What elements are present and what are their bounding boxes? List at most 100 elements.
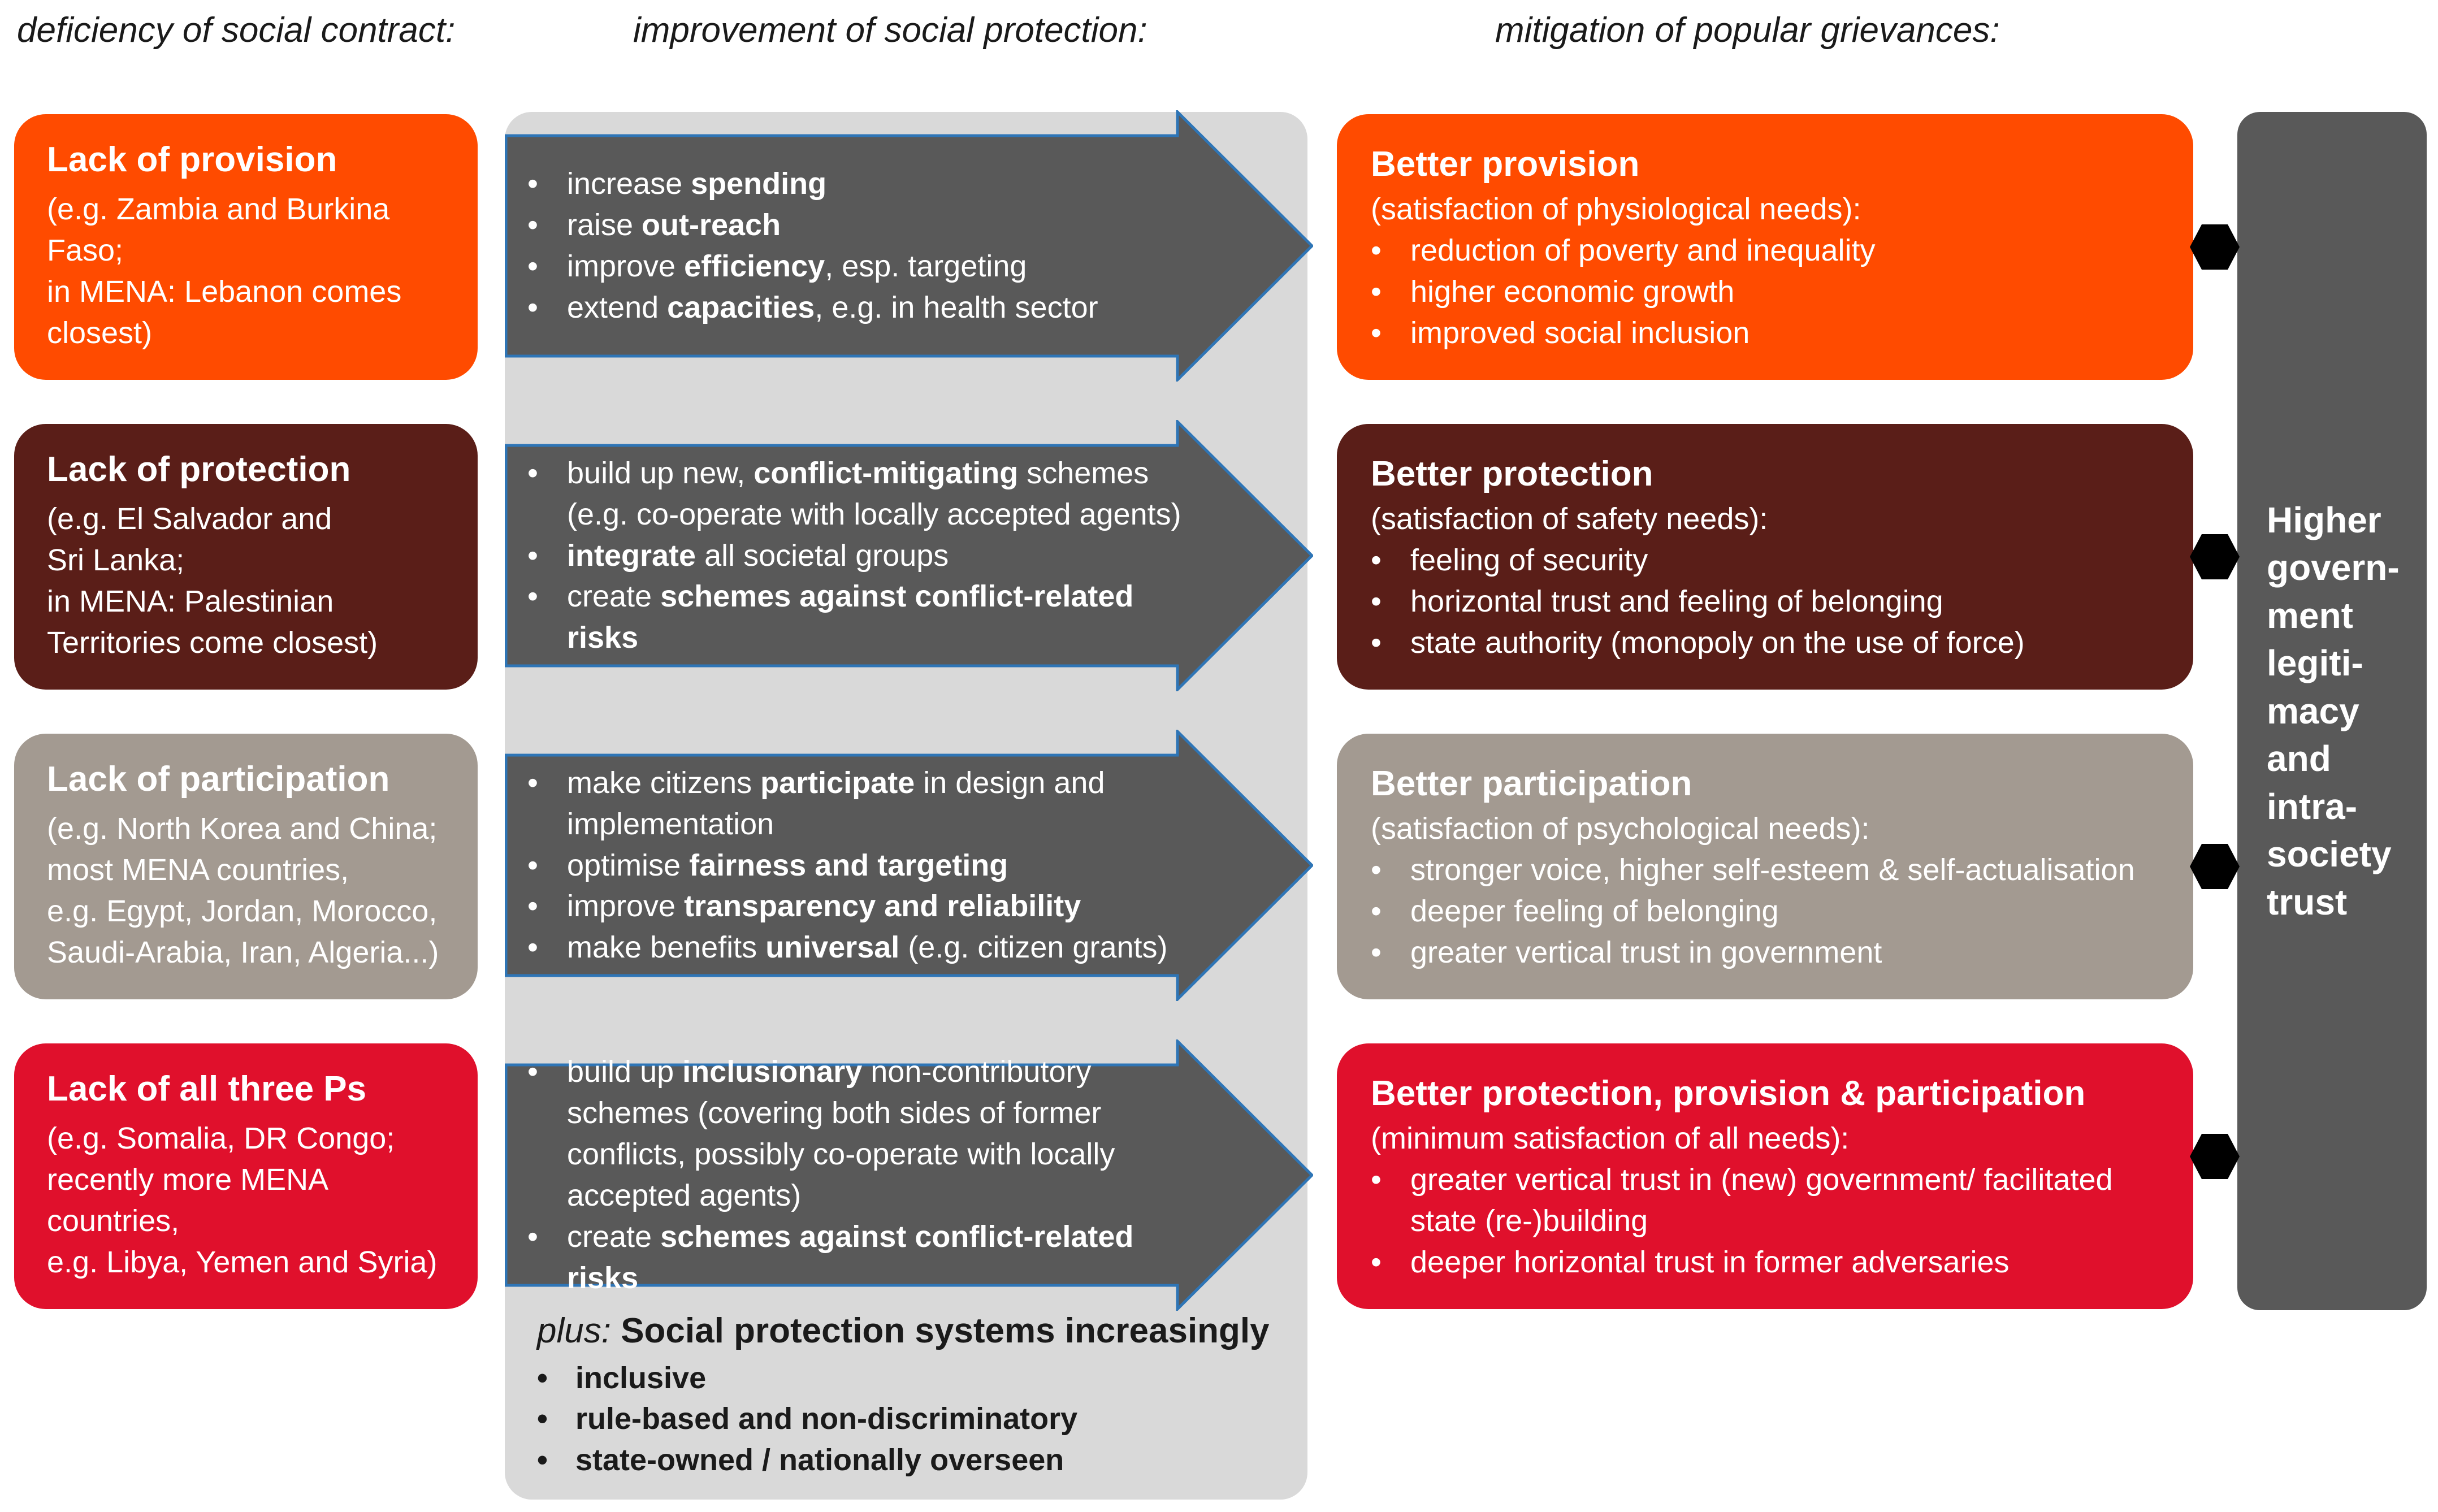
lack-line: most MENA countries, [47, 853, 349, 887]
plus-heading: plus: Social protection systems increasi… [537, 1309, 1294, 1354]
arrow-bullet: build up new, conflict-mitigating scheme… [527, 453, 1194, 535]
legitimacy-line: society [2267, 834, 2392, 875]
better-subtitle: (satisfaction of physiological needs): [1371, 192, 1861, 227]
lack-line: recently more MENA [47, 1163, 329, 1197]
header-mitigation: mitigation of popular grievances: [1495, 11, 2000, 50]
hexagon-connector-icon [2190, 224, 2240, 270]
lack-line: in MENA: Lebanon comes [47, 275, 402, 309]
plus-prefix: plus: [537, 1311, 611, 1350]
protection-arrow: build up new, conflict-mitigating scheme… [505, 420, 1313, 691]
arrow-bullet: make citizens participate in design andi… [527, 763, 1194, 845]
arrow-bullet: improve efficiency, esp. targeting [527, 246, 1194, 287]
plus-title: Social protection systems increasingly [621, 1311, 1270, 1350]
better-title: Better protection, provision & participa… [1371, 1074, 2086, 1113]
lack-title: Lack of participation [47, 760, 390, 799]
arrow-bullet: increase spending [527, 163, 1194, 205]
lack-line: countries, [47, 1204, 180, 1238]
lack-line: e.g. Egypt, Jordan, Morocco, [47, 894, 438, 929]
legitimacy-line: legiti- [2267, 643, 2363, 684]
better-protection-box: Better protection (satisfaction of safet… [1337, 424, 2193, 690]
hexagon-connector-icon [2190, 844, 2240, 889]
higher-legitimacy-box: Higher govern- ment legiti- macy and int… [2237, 112, 2427, 1310]
lack-of-participation-box: Lack of participation (e.g. North Korea … [14, 734, 478, 999]
better-title: Better protection [1371, 454, 1653, 493]
better-bullet: higher economic growth [1371, 271, 2171, 313]
arrow-bullet: improve transparency and reliability [527, 886, 1194, 927]
legitimacy-line: macy [2267, 690, 2359, 731]
arrow-bullet: create schemes against conflict-related … [527, 576, 1194, 658]
better-bullet: greater vertical trust in (new) governme… [1371, 1159, 2171, 1242]
plus-section: plus: Social protection systems increasi… [537, 1309, 1294, 1481]
lack-title: Lack of protection [47, 450, 351, 489]
legitimacy-line: and [2267, 738, 2331, 779]
lack-description: (e.g. North Korea and China; most MENA c… [47, 808, 455, 973]
better-bullet: horizontal trust and feeling of belongin… [1371, 581, 2171, 622]
legitimacy-line: trust [2267, 881, 2348, 922]
lack-line: (e.g. Zambia and Burkina [47, 192, 390, 227]
arrow-bullet: extend capacities, e.g. in health sector [527, 287, 1194, 328]
arrow-bullets: make citizens participate in design andi… [527, 763, 1194, 968]
legitimacy-line: intra- [2267, 786, 2357, 827]
lack-line: Sri Lanka; [47, 543, 185, 578]
hexagon-connector-icon [2190, 1134, 2240, 1179]
provision-arrow: increase spendingraise out-reachimprove … [505, 110, 1313, 382]
legitimacy-line: Higher [2267, 500, 2381, 540]
participation-arrow: make citizens participate in design andi… [505, 730, 1313, 1001]
better-bullet: greater vertical trust in government [1371, 932, 2171, 973]
arrow-bullets: build up new, conflict-mitigating scheme… [527, 453, 1194, 658]
lack-of-provision-box: Lack of provision (e.g. Zambia and Burki… [14, 114, 478, 380]
arrow-bullets: increase spendingraise out-reachimprove … [527, 163, 1194, 328]
lack-description: (e.g. El Salvador and Sri Lanka; in MENA… [47, 499, 455, 664]
lack-line: in MENA: Palestinian [47, 584, 334, 619]
plus-bullet: state-owned / nationally overseen [537, 1440, 1294, 1481]
better-title: Better provision [1371, 145, 1640, 184]
lack-line: (e.g. North Korea and China; [47, 812, 438, 846]
legitimacy-line: ment [2267, 595, 2353, 636]
lack-description: (e.g. Somalia, DR Congo; recently more M… [47, 1118, 455, 1283]
arrow-bullet: make benefits universal (e.g. citizen gr… [527, 927, 1194, 968]
arrow-bullet: integrate all societal groups [527, 535, 1194, 577]
lack-of-all-three-box: Lack of all three Ps (e.g. Somalia, DR C… [14, 1043, 478, 1309]
better-bullet: feeling of security [1371, 540, 2171, 581]
all-three-arrow: build up inclusionary non-contributorysc… [505, 1039, 1313, 1311]
better-provision-box: Better provision (satisfaction of physio… [1337, 114, 2193, 380]
better-subtitle: (satisfaction of safety needs): [1371, 502, 1768, 536]
better-bullet: improved social inclusion [1371, 313, 2171, 354]
arrow-bullet: build up inclusionary non-contributorysc… [527, 1051, 1194, 1216]
lack-title: Lack of provision [47, 140, 337, 179]
better-bullet: state authority (monopoly on the use of … [1371, 622, 2171, 664]
better-bullet: stronger voice, higher self-esteem & sel… [1371, 850, 2171, 891]
hexagon-connector-icon [2190, 534, 2240, 579]
lack-line: closest) [47, 316, 153, 350]
lack-line: Faso; [47, 233, 124, 268]
better-bullets: feeling of securityhorizontal trust and … [1371, 540, 2171, 664]
better-bullet: reduction of poverty and inequality [1371, 230, 2171, 271]
better-bullets: stronger voice, higher self-esteem & sel… [1371, 850, 2171, 973]
plus-bullet: inclusive [537, 1358, 1294, 1399]
better-subtitle: (minimum satisfaction of all needs): [1371, 1121, 1850, 1156]
better-all-three-box: Better protection, provision & participa… [1337, 1043, 2193, 1309]
lack-title: Lack of all three Ps [47, 1069, 367, 1108]
arrow-bullet: create schemes against conflict-related … [527, 1216, 1194, 1299]
lack-line: e.g. Libya, Yemen and Syria) [47, 1245, 438, 1280]
better-title: Better participation [1371, 764, 1692, 803]
better-participation-box: Better participation (satisfaction of ps… [1337, 734, 2193, 999]
better-bullet: deeper horizontal trust in former advers… [1371, 1242, 2171, 1283]
lack-line: Territories come closest) [47, 626, 378, 660]
plus-bullets: inclusive rule-based and non-discriminat… [537, 1358, 1294, 1481]
legitimacy-line: govern- [2267, 547, 2400, 588]
plus-bullet: rule-based and non-discriminatory [537, 1398, 1294, 1440]
lack-description: (e.g. Zambia and Burkina Faso; in MENA: … [47, 189, 455, 354]
lack-line: (e.g. Somalia, DR Congo; [47, 1121, 395, 1156]
better-bullet: deeper feeling of belonging [1371, 891, 2171, 932]
better-bullets: reduction of poverty and inequalityhighe… [1371, 230, 2171, 354]
header-improvement: improvement of social protection: [633, 11, 1147, 50]
lack-line: Saudi-Arabia, Iran, Algeria...) [47, 935, 439, 970]
header-deficiency: deficiency of social contract: [17, 11, 456, 50]
arrow-bullet: raise out-reach [527, 205, 1194, 246]
arrow-bullet: optimise fairness and targeting [527, 845, 1194, 886]
arrow-bullets: build up inclusionary non-contributorysc… [527, 1051, 1194, 1298]
lack-of-protection-box: Lack of protection (e.g. El Salvador and… [14, 424, 478, 690]
better-bullets: greater vertical trust in (new) governme… [1371, 1159, 2171, 1283]
lack-line: (e.g. El Salvador and [47, 502, 332, 536]
